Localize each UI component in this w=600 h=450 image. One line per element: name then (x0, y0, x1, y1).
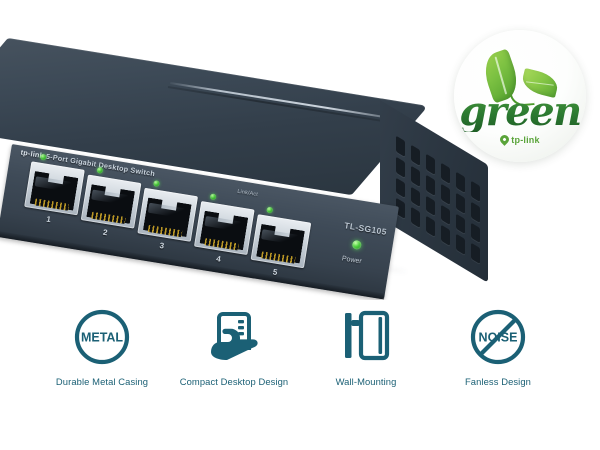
vent-slot (441, 224, 450, 247)
vent-slot (456, 171, 465, 193)
vent-slot (426, 153, 435, 175)
network-switch-device: tp-link 5-Port Gigabit Desktop Switch TL… (0, 38, 488, 300)
tp-link-green-badge: green tp-link (454, 30, 586, 162)
badge-sub-brand-text: tp-link (511, 135, 540, 145)
vent-slot (426, 174, 435, 196)
power-label: Power (341, 255, 363, 266)
feature-label: Wall-Mounting (335, 376, 397, 387)
metal-circle-icon: METAL (73, 306, 131, 368)
vent-slot (456, 192, 465, 214)
vent-slot (426, 195, 435, 217)
badge-sub-brand: tp-link (454, 133, 586, 146)
no-noise-icon: NOISE (469, 306, 527, 368)
vent-slot (456, 213, 465, 235)
port-number-label: 5 (272, 267, 279, 278)
wall-mount-icon (337, 306, 395, 368)
port-link-led (96, 166, 104, 174)
tp-link-logo-icon (498, 133, 512, 146)
rj45-port (80, 174, 142, 231)
vent-slot (411, 206, 420, 229)
vent-slot (456, 233, 465, 256)
vent-slot (411, 144, 420, 166)
vent-slot (441, 204, 450, 226)
rj45-port (193, 201, 255, 257)
port-number-label: 4 (215, 254, 222, 264)
vent-slot (426, 215, 435, 238)
vent-slot (471, 242, 480, 265)
feature-label: Fanless Design (464, 376, 531, 387)
model-number: TL-SG105 (343, 220, 388, 237)
rj45-port (137, 187, 199, 244)
metal-icon-text: METAL (81, 331, 123, 345)
product-photo-area: tp-link 5-Port Gigabit Desktop Switch TL… (0, 0, 600, 300)
vent-slot (441, 183, 450, 205)
port-link-led (266, 206, 274, 214)
vent-slot (411, 165, 420, 187)
rj45-port (250, 214, 312, 270)
port-link-led (153, 180, 160, 188)
feature-label: Compact Desktop Design (179, 376, 289, 387)
port-number-label: 1 (45, 214, 52, 225)
power-led (351, 239, 362, 251)
ventilation-slots (396, 135, 480, 265)
vent-slot (471, 222, 480, 244)
vent-slot (471, 201, 480, 223)
port-link-led (209, 193, 217, 201)
hand-holding-device-icon (205, 306, 263, 368)
vent-slot (411, 186, 420, 208)
feature-compact-desktop-design: Compact Desktop Design (175, 306, 293, 387)
vent-slot (396, 177, 405, 199)
rj45-port (24, 161, 85, 217)
vent-slot (441, 162, 450, 184)
feature-label: Durable Metal Casing (55, 376, 149, 387)
feature-wall-mounting: Wall-Mounting (307, 306, 425, 387)
vent-slot (396, 156, 405, 178)
feature-highlights-row: METAL Durable Metal Casing (0, 306, 600, 416)
badge-word: green (454, 92, 586, 132)
feature-durable-metal-casing: METAL Durable Metal Casing (43, 306, 161, 387)
port-number-label: 2 (102, 227, 109, 238)
port-number-label: 3 (158, 240, 165, 251)
vent-slot (471, 180, 480, 202)
feature-fanless-design: NOISE Fanless Design (439, 306, 557, 387)
vent-slot (396, 135, 405, 157)
